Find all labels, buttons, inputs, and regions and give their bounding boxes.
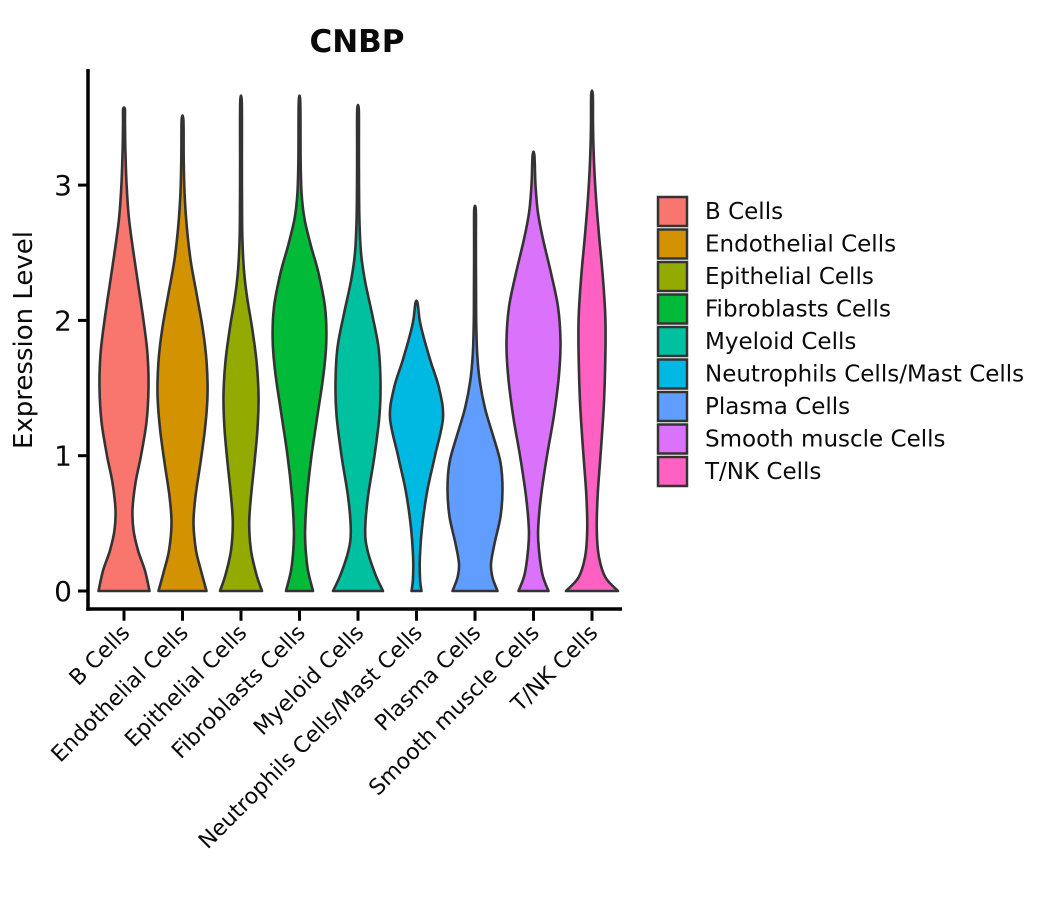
violins-group [97, 89, 620, 593]
legend-item-endothelial-cells: Endothelial Cells [656, 228, 896, 260]
legend-label: Fibroblasts Cells [705, 297, 891, 323]
axes: 0 1 2 3 [54, 69, 622, 611]
legend-key-swatch [656, 260, 689, 293]
legend-item-t-nk-cells: T/NK Cells [656, 455, 821, 488]
y-tick-label: 3 [54, 169, 72, 202]
violin-b-cells [97, 106, 151, 593]
violin-myeloid-cells [331, 103, 385, 593]
legend-key-swatch [656, 390, 689, 423]
violin-smooth-muscle-cells [505, 150, 562, 593]
y-axis-label: Expression Level [9, 231, 39, 449]
legend-key-swatch [656, 228, 689, 260]
y-tick-label: 0 [54, 575, 72, 608]
chart-title: CNBP [309, 24, 404, 60]
violin-endothelial-cells [156, 114, 209, 593]
legend-item-epithelial-cells: Epithelial Cells [656, 260, 874, 293]
legend-label: Smooth muscle Cells [705, 427, 946, 453]
violin-plasma-cells [446, 204, 504, 593]
violin-fibroblasts-cells [271, 94, 328, 593]
legend-key-swatch [656, 195, 689, 228]
y-tick-label: 2 [54, 304, 72, 337]
legend-item-neutrophils-cells-mast-cells: Neutrophils Cells/Mast Cells [656, 358, 1024, 390]
violin-epithelial-cells [218, 94, 264, 593]
legend-item-smooth-muscle-cells: Smooth muscle Cells [656, 423, 946, 455]
legend-item-myeloid-cells: Myeloid Cells [656, 325, 856, 358]
legend-item-plasma-cells: Plasma Cells [656, 390, 850, 423]
legend-label: Neutrophils Cells/Mast Cells [705, 362, 1024, 388]
violin-t-nk-cells [564, 89, 620, 593]
legend-key-swatch [656, 325, 689, 358]
violin-neutrophils-cells-mast-cells [388, 299, 445, 593]
legend-label: Endothelial Cells [705, 232, 896, 258]
legend-key-swatch [656, 423, 689, 455]
legend-key-swatch [656, 455, 689, 488]
y-tick-label: 1 [54, 440, 72, 473]
legend-label: Myeloid Cells [705, 329, 856, 355]
legend-key-swatch [656, 358, 689, 390]
legend-label: T/NK Cells [704, 459, 821, 485]
legend-label: B Cells [705, 199, 783, 225]
legend-item-b-cells: B Cells [656, 195, 783, 228]
legend-label: Plasma Cells [705, 394, 850, 420]
legend-key-swatch [656, 293, 689, 325]
legend-item-fibroblasts-cells: Fibroblasts Cells [656, 293, 891, 325]
legend-label: Epithelial Cells [705, 264, 874, 290]
